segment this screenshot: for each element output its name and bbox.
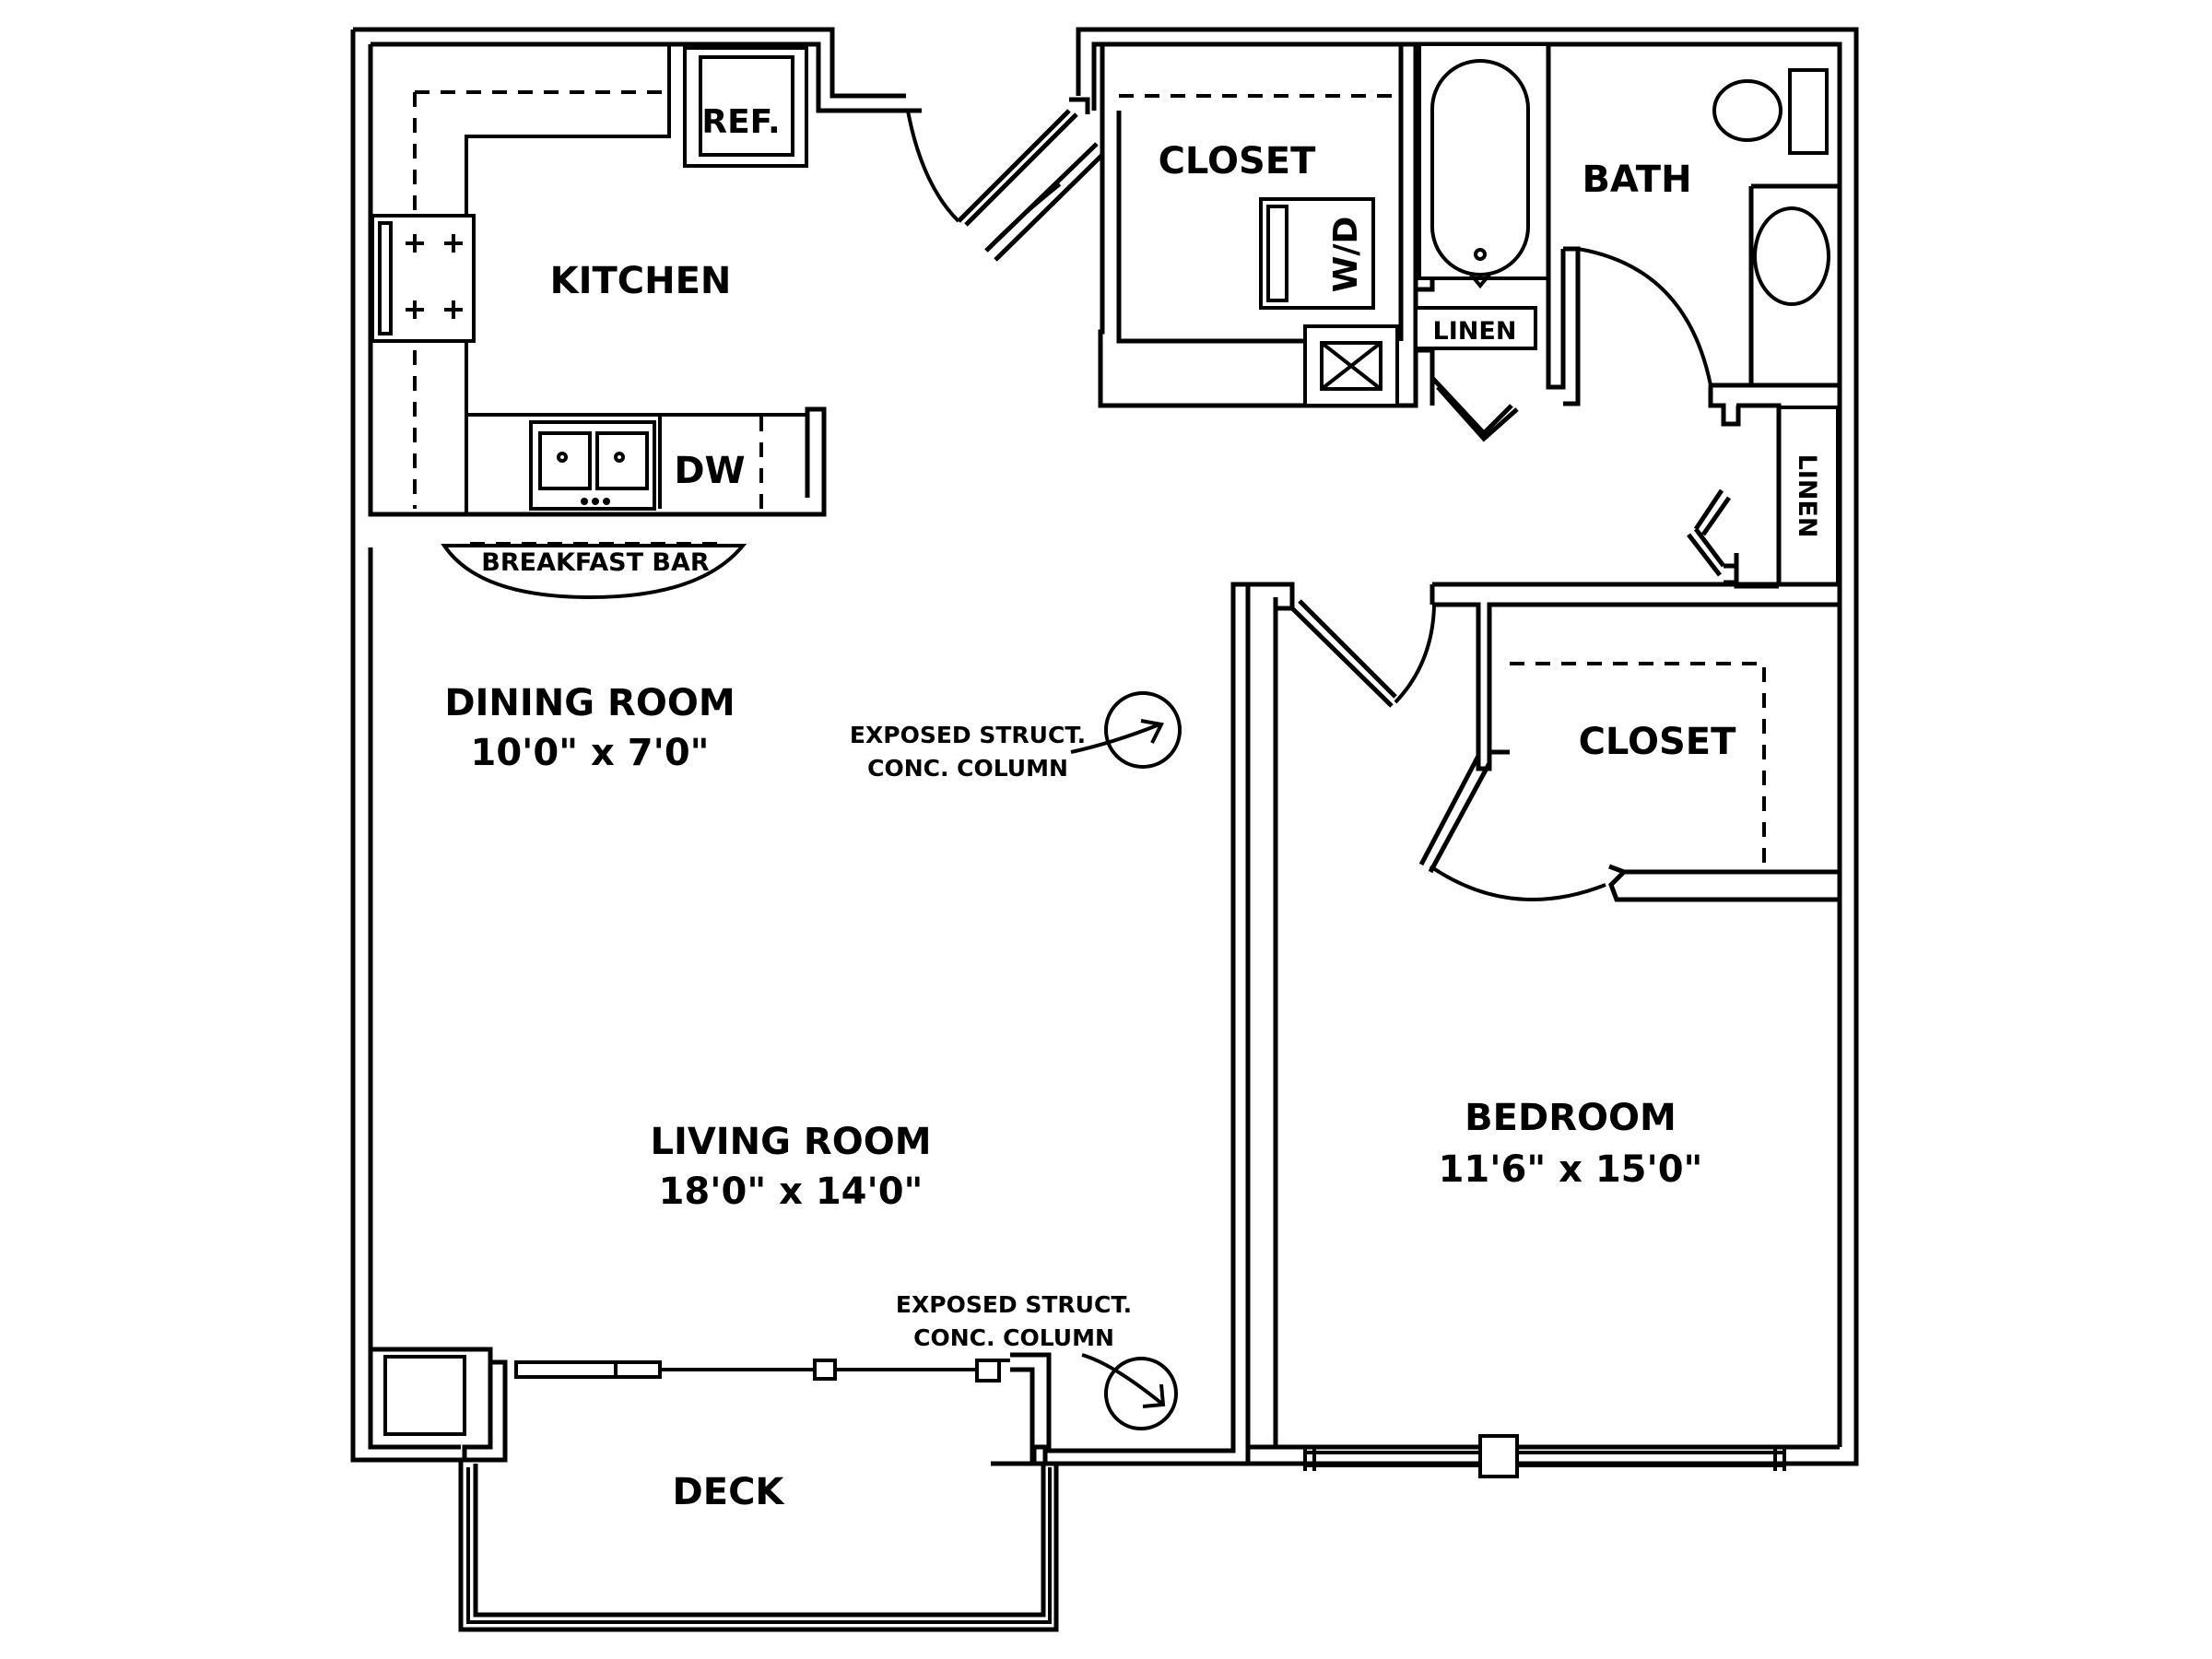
kitchen-label: KITCHEN: [550, 260, 732, 302]
linen-cabinet-bath: [1414, 306, 1537, 350]
bath-door-swing: [1577, 247, 1712, 386]
washer-dryer-label: W/D: [1327, 217, 1365, 293]
entry-area: [906, 44, 1418, 408]
kitchen-area: [369, 44, 808, 600]
burner-icon: [406, 234, 463, 319]
breakfast-bar-label: BREAKFAST BAR: [481, 548, 710, 577]
bedroom-window: [1303, 1434, 1786, 1478]
column-upper-note-line2: CONC. COLUMN: [867, 755, 1068, 782]
structural-pier: [383, 1355, 466, 1436]
labels: KITCHEN REF. DW BREAKFAST BAR CLOSET W/D…: [444, 103, 1821, 1513]
linen-hall-label: LINEN: [1793, 454, 1821, 538]
dining-room-size: 10'0" x 7'0": [471, 732, 710, 774]
bedroom-name: BEDROOM: [1465, 1097, 1677, 1139]
bedroom-door-swing: [1394, 606, 1436, 704]
sliding-door: [514, 1359, 1010, 1382]
closet-upper-label: CLOSET: [1159, 140, 1317, 182]
column-lower-note-line2: CONC. COLUMN: [913, 1324, 1114, 1351]
bath-sink: [1753, 206, 1830, 306]
washer-dryer: [1259, 197, 1375, 310]
bedroom-area: [1245, 582, 1842, 1478]
column-lower-note-line1: EXPOSED STRUCT.: [896, 1291, 1132, 1318]
linen-bath-label: LINEN: [1433, 317, 1517, 346]
column-upper-icon: [1104, 691, 1182, 769]
stove-range: [371, 214, 476, 343]
bedroom-size: 11'6" x 15'0": [1439, 1148, 1703, 1191]
refrigerator-label: REF.: [701, 103, 780, 141]
bedroom-closet-label: CLOSET: [1579, 721, 1737, 763]
deck-label: DECK: [673, 1471, 786, 1513]
living-deck-area: [371, 582, 1251, 1632]
living-room-size: 18'0" x 14'0": [659, 1171, 924, 1213]
bath-area: [1413, 42, 1840, 589]
bath-label: BATH: [1582, 159, 1691, 201]
closet-door-swing: [1429, 865, 1606, 901]
columns: [1070, 691, 1182, 1430]
toilet-icon: [1712, 68, 1829, 155]
entry-door-swing: [906, 110, 960, 223]
refrigerator: [683, 46, 808, 168]
breakfast-bar: [441, 544, 747, 600]
living-room-name: LIVING ROOM: [650, 1121, 931, 1163]
column-lower-icon: [1104, 1357, 1178, 1430]
dishwasher-label: DW: [674, 450, 745, 492]
kitchen-sink: [529, 420, 656, 511]
column-upper-note-line1: EXPOSED STRUCT.: [850, 722, 1086, 748]
dining-room-name: DINING ROOM: [444, 682, 735, 724]
